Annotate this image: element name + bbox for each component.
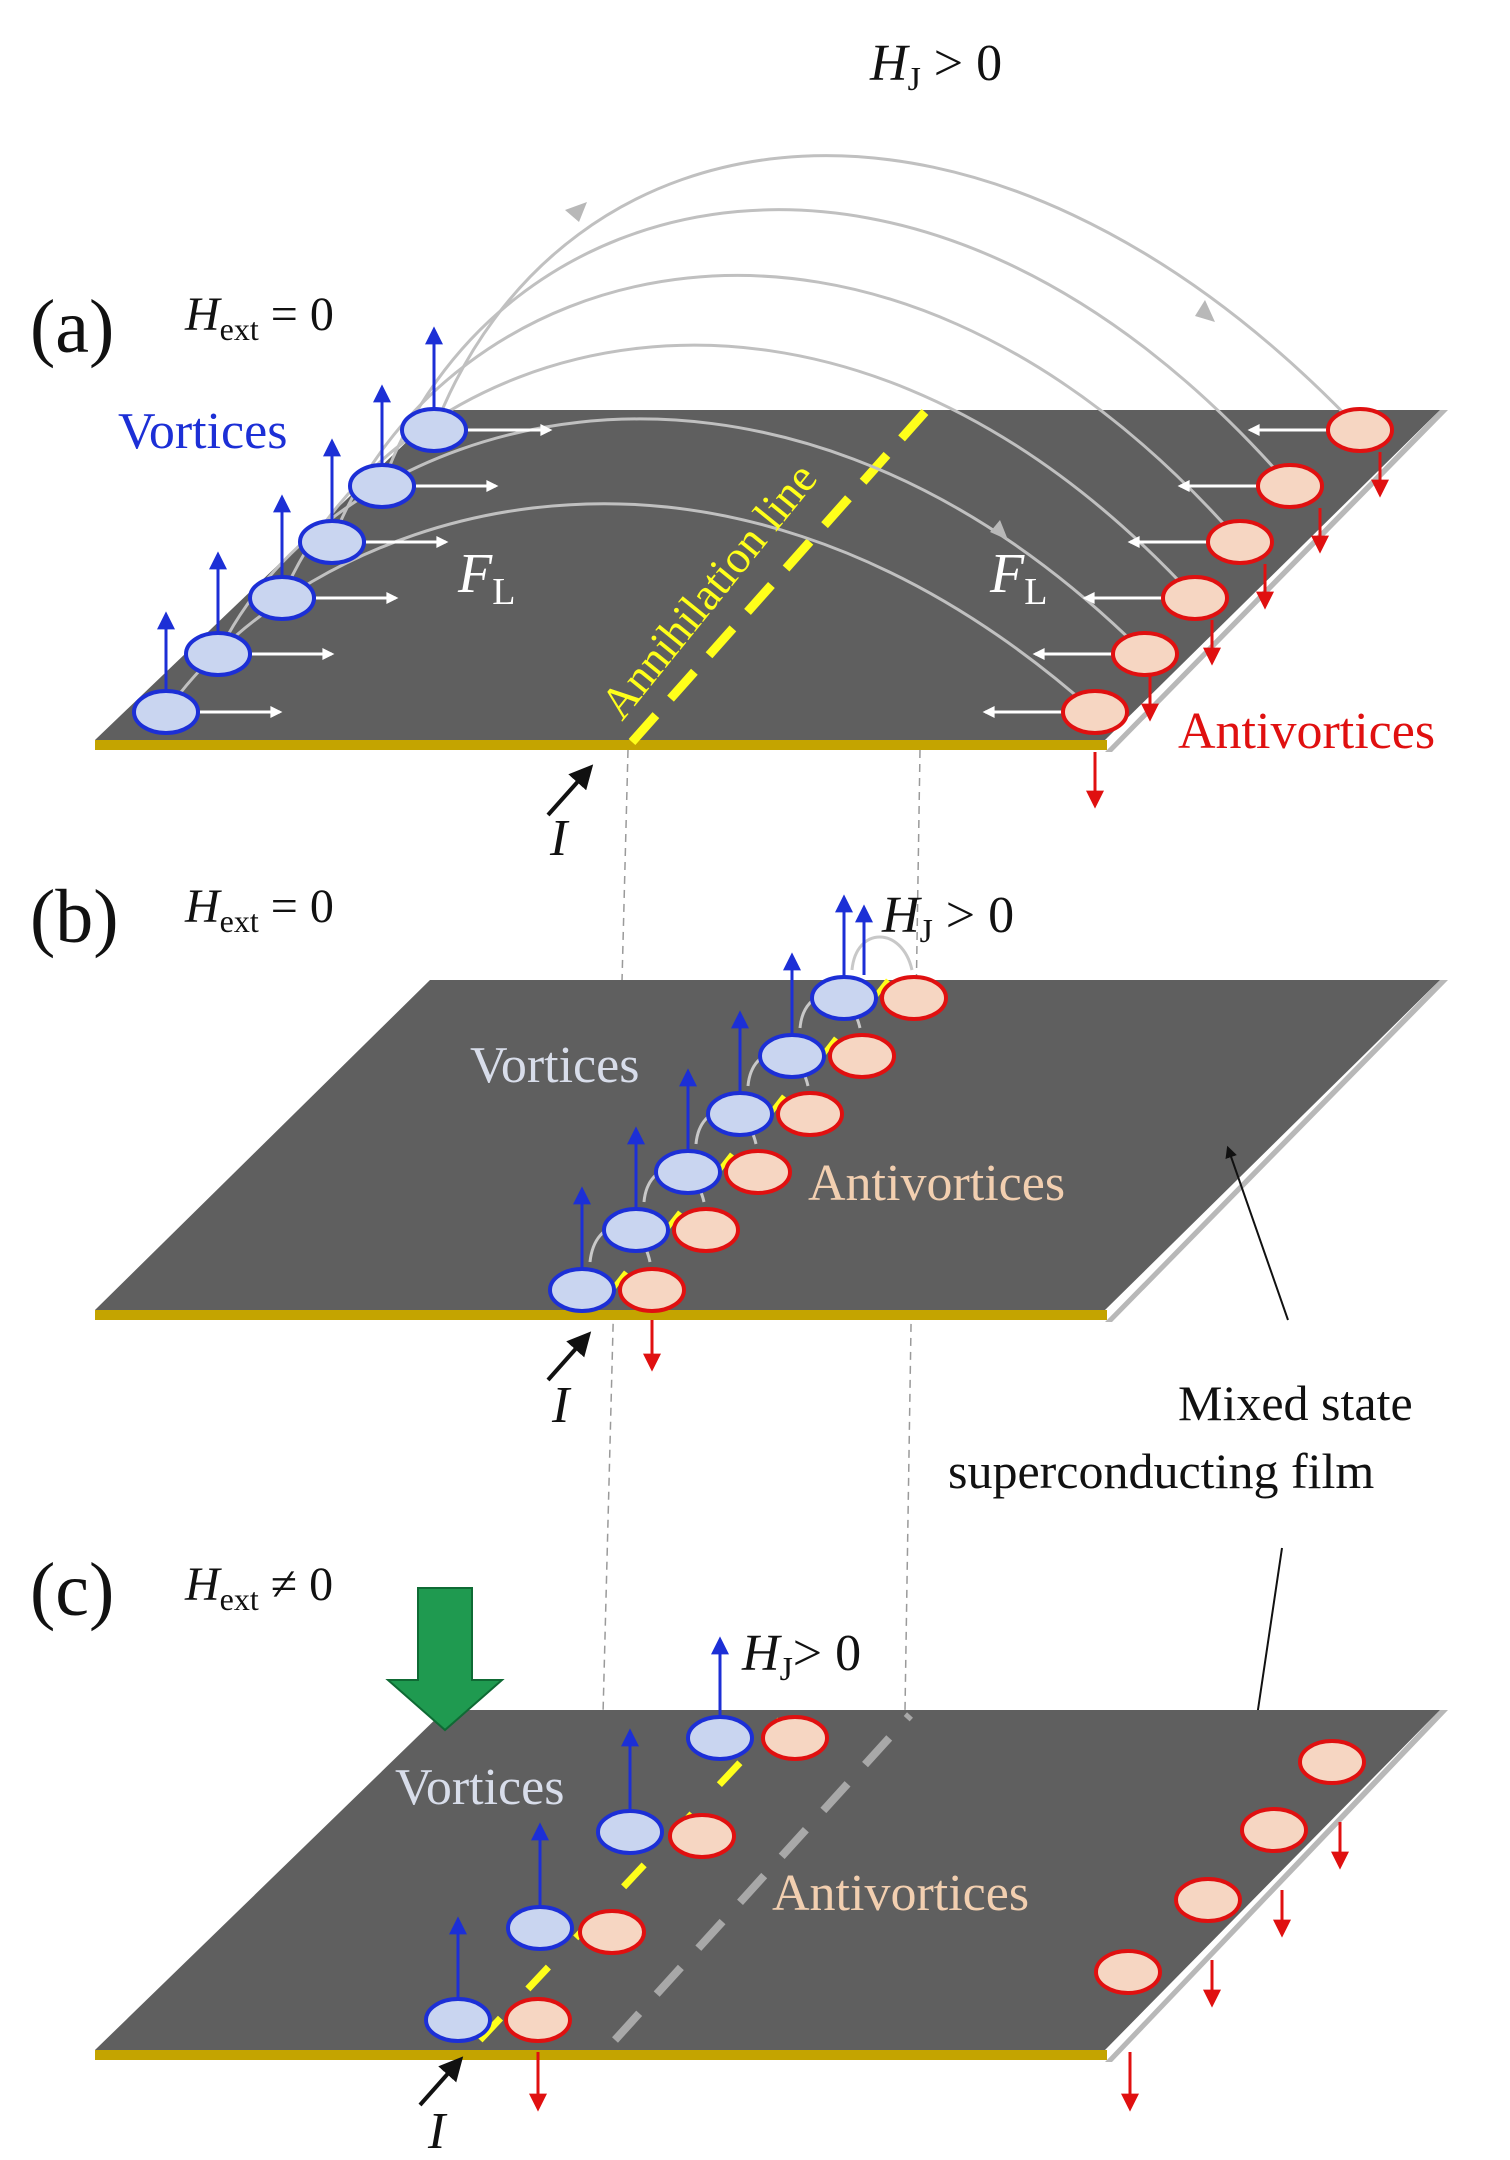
panel-b: I (b) Hext = 0 HJ > 0 Vortices Antivorti… xyxy=(30,875,1448,1434)
antivortex xyxy=(578,1909,646,1955)
vortex xyxy=(132,611,283,735)
film-label-line2: superconducting film xyxy=(948,1443,1374,1499)
applied-field-arrow xyxy=(385,1587,505,1732)
antivortex xyxy=(1082,575,1229,666)
panel-a: I (a) Hext = 0 HJ > 0 Vortices Antivorti… xyxy=(30,35,1448,867)
vortex xyxy=(424,1916,492,2043)
antivortex xyxy=(672,1207,740,1253)
antivortex xyxy=(1032,631,1179,722)
film-pointer-b xyxy=(1225,1145,1289,1321)
antivortex xyxy=(776,1091,844,1137)
vortices-label-a: Vortices xyxy=(118,403,287,460)
vortices-label-c: Vortices xyxy=(395,1759,564,1816)
hext-label-a: Hext = 0 xyxy=(184,288,334,347)
panel-tag-c: (c) xyxy=(30,1548,114,1632)
hext-label-b: Hext = 0 xyxy=(184,880,334,939)
antivortex xyxy=(1094,1949,1162,2112)
antivortices-label-b: Antivortices xyxy=(808,1155,1065,1212)
vortex xyxy=(348,384,499,509)
vortices-a xyxy=(132,326,553,735)
antivortices-label-c: Antivortices xyxy=(772,1865,1029,1922)
antivortex xyxy=(668,1813,736,1859)
current-arrow-b xyxy=(546,1331,592,1382)
vortex xyxy=(548,1186,616,1313)
current-label-b: I xyxy=(551,1377,572,1434)
film-label-line1: Mixed state xyxy=(1178,1375,1413,1431)
antivortex xyxy=(880,975,948,1021)
vortex xyxy=(686,1636,754,1761)
antivortex xyxy=(828,1033,896,1079)
antivortex xyxy=(1298,1739,1366,1870)
panel-tag-b: (b) xyxy=(30,875,119,959)
antivortex xyxy=(724,1149,792,1195)
antivortex xyxy=(504,1997,572,2112)
hj-label-a: HJ > 0 xyxy=(869,35,1002,98)
current-arrow-a xyxy=(546,764,594,817)
film-a xyxy=(95,410,1440,740)
annihilation-line-c-gray xyxy=(612,1712,913,2043)
film-c xyxy=(95,1710,1440,2050)
antivortex xyxy=(1177,463,1329,554)
lorentz-force-label-left: FL xyxy=(457,543,515,613)
antivortex xyxy=(982,689,1129,809)
vortex-pairs-b xyxy=(548,894,948,1372)
vortex xyxy=(706,1010,774,1137)
antivortices-c xyxy=(1094,1739,1366,2112)
vortex xyxy=(400,326,553,453)
film-b xyxy=(95,980,1440,1310)
film-c-front-edge xyxy=(95,2050,1107,2060)
current-label-a: I xyxy=(549,810,570,867)
current-label-c: I xyxy=(427,2103,448,2160)
hj-label-b: HJ > 0 xyxy=(881,887,1014,950)
annihilation-line-c-yellow xyxy=(477,1717,783,2043)
panel-c: I (c) Hext ≠ 0 HJ> 0 Vortices Antivortic… xyxy=(30,1548,1448,2160)
current-arrow-c xyxy=(418,2056,464,2107)
hj-label-c: HJ> 0 xyxy=(741,1625,861,1688)
antivortex xyxy=(618,1267,686,1372)
field-line-arrows xyxy=(565,202,1215,540)
film-a-front-edge xyxy=(95,740,1107,750)
hext-label-c: Hext ≠ 0 xyxy=(184,1558,333,1617)
vortex xyxy=(184,551,335,677)
film-b-front-edge xyxy=(95,1310,1107,1320)
film-c-side xyxy=(1105,1710,1448,2062)
vortex xyxy=(506,1822,574,1951)
antivortex xyxy=(1247,407,1394,498)
antivortex xyxy=(1127,519,1274,610)
vortex-pairs-c xyxy=(424,1636,829,2112)
vortex xyxy=(810,894,878,1021)
vortex xyxy=(596,1728,664,1855)
antivortex xyxy=(1240,1807,1308,1938)
vortex xyxy=(248,494,399,621)
antivortices-label-a: Antivortices xyxy=(1178,703,1435,760)
film-a-side xyxy=(1105,410,1448,752)
lorentz-force-label-right: FL xyxy=(989,543,1047,613)
vortex xyxy=(758,952,826,1079)
vortex xyxy=(602,1126,670,1253)
antivortices-a xyxy=(982,407,1394,809)
vortices-label-b: Vortices xyxy=(470,1037,639,1094)
vortex xyxy=(298,438,449,565)
film-b-side xyxy=(1105,980,1448,1322)
panel-tag-a: (a) xyxy=(30,285,114,369)
antivortex xyxy=(1174,1877,1242,2008)
antivortex xyxy=(761,1715,829,1761)
vortex xyxy=(654,1068,722,1195)
